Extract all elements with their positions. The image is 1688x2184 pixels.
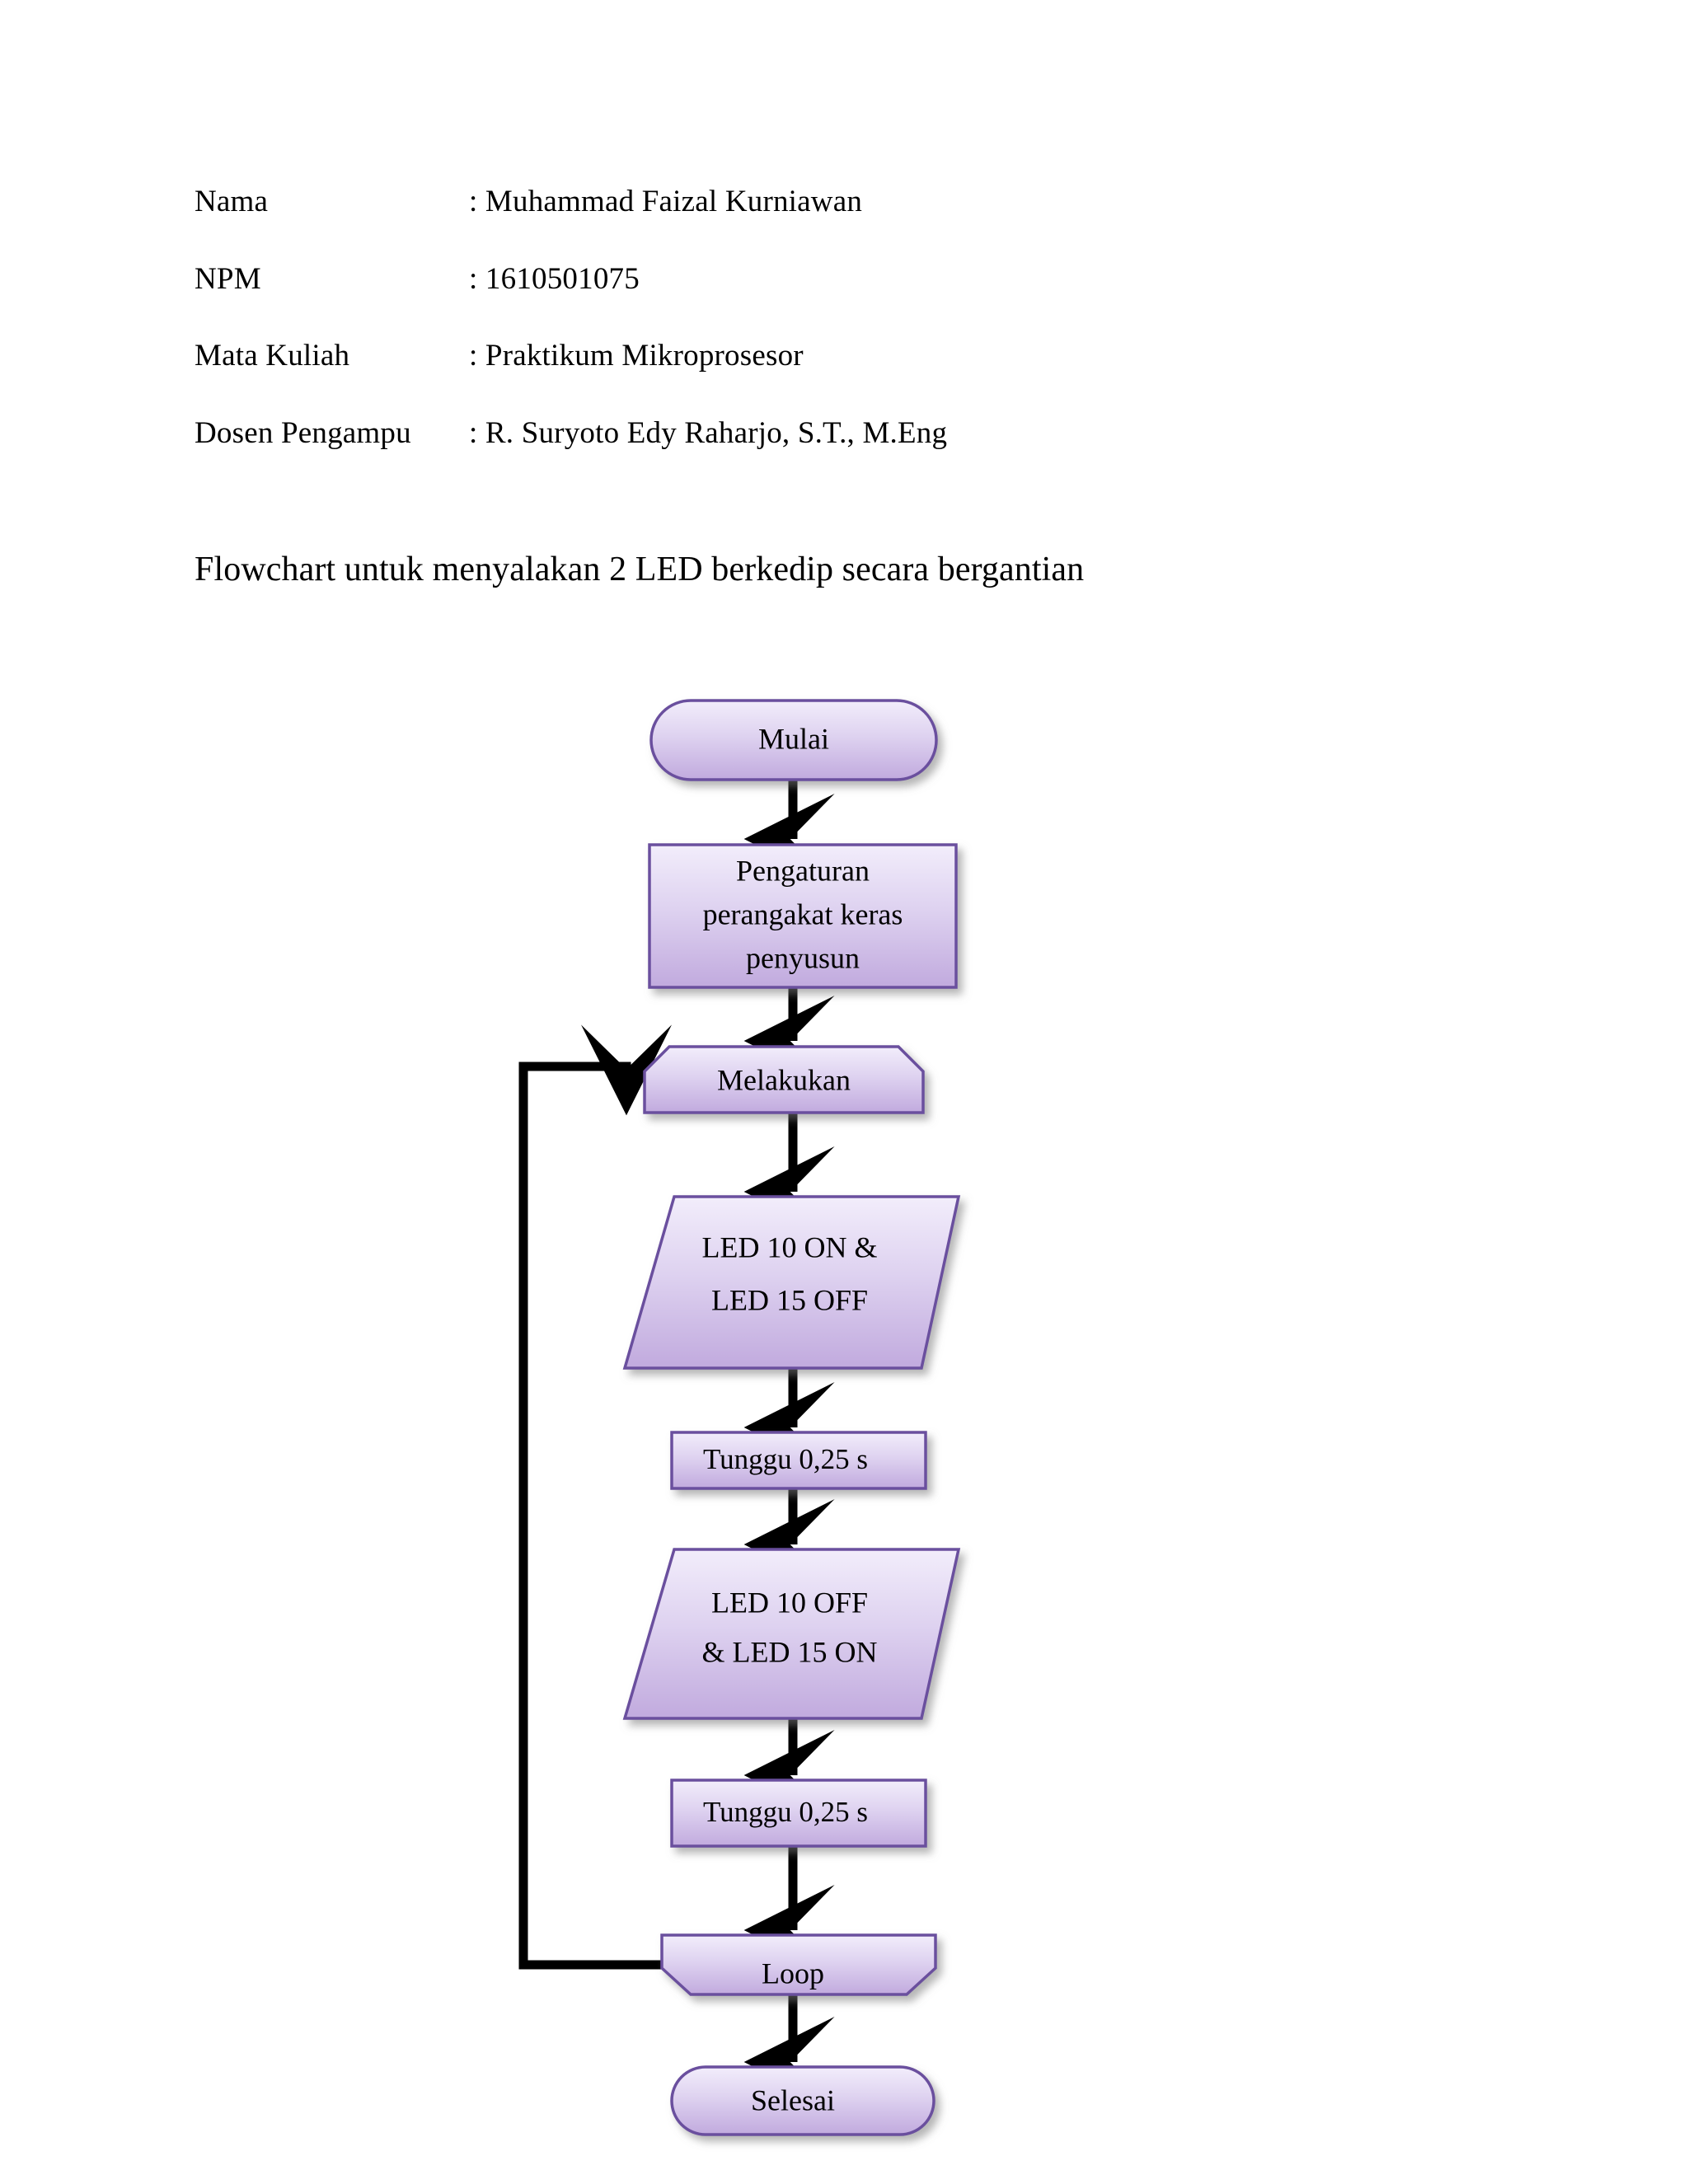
meta-row-nama: Nama : Muhammad Faizal Kurniawan bbox=[195, 185, 1266, 219]
node-wait-2-shape bbox=[670, 1779, 927, 1848]
node-led-on-2-label-line-2: & LED 15 ON bbox=[702, 1635, 878, 1668]
node-led-on-1-label-line-2: LED 15 OFF bbox=[711, 1283, 868, 1316]
student-info-block: Nama : Muhammad Faizal Kurniawan NPM : 1… bbox=[195, 185, 1266, 494]
node-loop[interactable]: Loop bbox=[660, 1933, 937, 1996]
meta-row-npm: NPM : 1610501075 bbox=[195, 261, 1266, 297]
node-wait-2[interactable]: Tunggu 0,25 s bbox=[670, 1779, 927, 1848]
node-setup-label-line-3: penyusun bbox=[746, 941, 860, 974]
edge-loop-to-melakukan bbox=[518, 1024, 673, 1970]
node-setup-label-line-2: perangakat keras bbox=[703, 898, 903, 930]
meta-value-nama: : Muhammad Faizal Kurniawan bbox=[469, 185, 863, 218]
node-led-on-2[interactable]: LED 10 OFF & LED 15 ON bbox=[622, 1548, 961, 1720]
node-setup[interactable]: Pengaturan perangakat keras penyusun bbox=[648, 843, 958, 989]
node-setup-label-line-1: Pengaturan bbox=[736, 854, 870, 887]
node-mulai-shape bbox=[649, 699, 938, 781]
meta-value-mata-kuliah: : Praktikum Mikroprosesor bbox=[469, 339, 804, 373]
node-led-on-1-shape bbox=[622, 1195, 961, 1370]
node-selesai-label: Selesai bbox=[751, 2083, 835, 2116]
node-loop-label: Loop bbox=[762, 1957, 824, 1990]
node-selesai[interactable]: Selesai bbox=[670, 2065, 935, 2136]
meta-row-dosen-pengampu: Dosen Pengampu : R. Suryoto Edy Raharjo,… bbox=[195, 416, 1266, 451]
node-wait-1-label: Tunggu 0,25 s bbox=[703, 1443, 868, 1475]
meta-label-npm: NPM bbox=[195, 261, 261, 296]
node-melakukan-shape bbox=[643, 1045, 925, 1114]
meta-label-mata-kuliah: Mata Kuliah bbox=[195, 339, 350, 373]
node-led-on-1[interactable]: LED 10 ON & LED 15 OFF bbox=[622, 1195, 961, 1370]
node-led-on-2-label-line-1: LED 10 OFF bbox=[711, 1586, 868, 1619]
node-melakukan[interactable]: Melakukan bbox=[643, 1045, 925, 1114]
page-title: Flowchart untuk menyalakan 2 LED berkedi… bbox=[195, 551, 1085, 588]
meta-label-nama: Nama bbox=[195, 185, 269, 218]
node-mulai[interactable]: Mulai bbox=[649, 699, 938, 781]
node-led-on-2-shape bbox=[622, 1548, 961, 1720]
node-selesai-shape bbox=[670, 2065, 935, 2136]
node-setup-shape bbox=[648, 843, 958, 989]
node-mulai-label: Mulai bbox=[758, 722, 829, 755]
meta-value-dosen-pengampu: : R. Suryoto Edy Raharjo, S.T., M.Eng bbox=[469, 416, 948, 451]
node-led-on-1-label-line-1: LED 10 ON & bbox=[702, 1230, 878, 1263]
node-wait-1-shape bbox=[670, 1431, 927, 1490]
node-melakukan-label: Melakukan bbox=[717, 1063, 851, 1096]
node-wait-1[interactable]: Tunggu 0,25 s bbox=[670, 1431, 927, 1490]
meta-row-mata-kuliah: Mata Kuliah : Praktikum Mikroprosesor bbox=[195, 340, 1266, 373]
meta-value-npm: : 1610501075 bbox=[469, 261, 640, 296]
meta-label-dosen-pengampu: Dosen Pengampu bbox=[195, 416, 411, 451]
node-loop-shape bbox=[660, 1933, 937, 1996]
node-wait-2-label: Tunggu 0,25 s bbox=[703, 1796, 868, 1828]
